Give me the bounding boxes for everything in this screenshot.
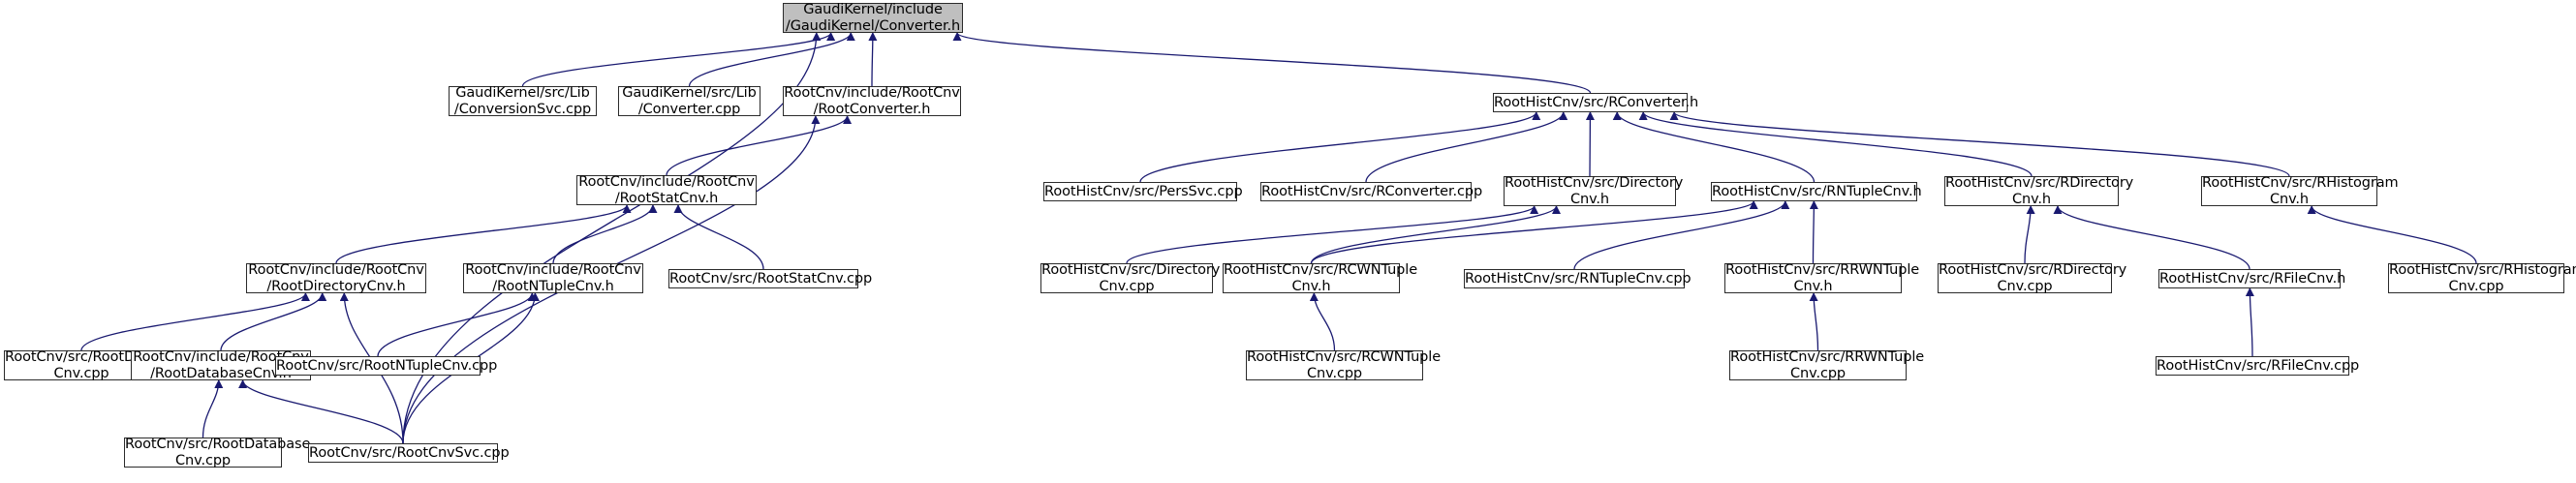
graph-node-label: RootHistCnv/src/RConverter.cpp <box>1261 183 1483 199</box>
graph-node-directorycnv_cpp[interactable]: RootHistCnv/src/Directory Cnv.cpp <box>1040 261 1221 294</box>
graph-node-rrwntuplecnv_h[interactable]: RootHistCnv/src/RRWNTuple Cnv.h <box>1724 261 1920 294</box>
graph-node-label: RootHistCnv/src/Directory Cnv.cpp <box>1041 261 1221 294</box>
graph-edge-rootntuplecnv_cpp-to-rootntuplecnv_h <box>377 292 537 357</box>
graph-node-rootconverter_h[interactable]: RootCnv/include/RootCnv /RootConverter.h <box>783 84 961 117</box>
graph-node-rootcnvsvc_cpp[interactable]: RootCnv/src/RootCnvSvc.cpp <box>308 443 510 463</box>
graph-edge-rootconverter_h-to-converter_h <box>868 32 878 87</box>
graph-node-label: RootHistCnv/src/RFileCnv.cpp <box>2157 357 2360 374</box>
graph-node-converter_h[interactable]: GaudiKernel/include /GaudiKernel/Convert… <box>783 1 963 34</box>
graph-node-label: RootHistCnv/src/RHistogram Cnv.cpp <box>2389 261 2576 294</box>
graph-node-perssvc_cpp[interactable]: RootHistCnv/src/PersSvc.cpp <box>1043 182 1243 201</box>
graph-node-label: RootCnv/src/RootCnvSvc.cpp <box>309 444 510 461</box>
graph-node-label: RootCnv/include/RootCnv /RootNTupleCnv.h <box>465 261 641 294</box>
graph-edge-rconverter_h-to-converter_h <box>952 32 1592 94</box>
graph-node-rootstatcnv_cpp[interactable]: RootCnv/src/RootStatCnv.cpp <box>668 269 873 288</box>
graph-node-rootdirectorycnv_h[interactable]: RootCnv/include/RootCnv /RootDirectoryCn… <box>246 261 426 294</box>
graph-node-label: RootCnv/src/RootDatabase Cnv.cpp <box>125 436 311 468</box>
graph-node-rcwntuplecnv_cpp[interactable]: RootHistCnv/src/RCWNTuple Cnv.cpp <box>1246 348 1442 381</box>
graph-edge-rhistogramcnv_cpp-to-rhistogramcnv_h <box>2307 205 2477 264</box>
graph-edge-rntuplecnv_cpp-to-rntuplecnv_h <box>1573 200 1790 270</box>
graph-node-label: GaudiKernel/include /GaudiKernel/Convert… <box>785 1 961 34</box>
graph-node-label: RootHistCnv/src/RConverter.h <box>1494 94 1699 110</box>
graph-edge-converter_cpp-to-converter_h <box>688 32 855 87</box>
graph-edge-rfilecnv_cpp-to-rfilecnv_h <box>2245 287 2254 357</box>
graph-node-rhistogramcnv_cpp[interactable]: RootHistCnv/src/RHistogram Cnv.cpp <box>2388 261 2576 294</box>
graph-edge-rootdirectorycnv_h-to-rootstatcnv_h <box>335 204 632 264</box>
graph-edge-directorycnv_cpp-to-directorycnv_h <box>1126 205 1538 264</box>
graph-node-rconverter_cpp[interactable]: RootHistCnv/src/RConverter.cpp <box>1260 182 1483 201</box>
graph-edge-rootstatcnv_h-to-rootconverter_h <box>666 115 852 176</box>
graph-node-rootntuplecnv_h[interactable]: RootCnv/include/RootCnv /RootNTupleCnv.h <box>463 261 643 294</box>
graph-node-rhistogramcnv_h[interactable]: RootHistCnv/src/RHistogram Cnv.h <box>2201 174 2399 207</box>
graph-edge-rcwntuplecnv_h-to-directorycnv_h <box>1310 205 1561 264</box>
graph-node-label: RootCnv/include/RootCnv /RootDirectoryCn… <box>248 261 424 294</box>
graph-edge-rrwntuplecnv_cpp-to-rrwntuplecnv_h <box>1809 292 1819 351</box>
graph-node-rdirectorycnv_h[interactable]: RootHistCnv/src/RDirectory Cnv.h <box>1944 174 2134 207</box>
graph-node-conversionsvc_cpp[interactable]: GaudiKernel/src/Lib /ConversionSvc.cpp <box>449 84 597 117</box>
graph-node-label: GaudiKernel/src/Lib /ConversionSvc.cpp <box>453 84 592 117</box>
graph-edge-rootntuplecnv_h-to-rootstatcnv_h <box>552 204 658 264</box>
graph-node-label: RootHistCnv/src/RHistogram Cnv.h <box>2202 174 2399 207</box>
graph-node-rconverter_h[interactable]: RootHistCnv/src/RConverter.h <box>1493 93 1699 112</box>
graph-node-label: RootHistCnv/src/PersSvc.cpp <box>1044 183 1243 199</box>
graph-edge-rdirectorycnv_h-to-rconverter_h <box>1638 111 2033 177</box>
graph-node-rdirectorycnv_cpp[interactable]: RootHistCnv/src/RDirectory Cnv.cpp <box>1938 261 2127 294</box>
graph-edge-rootdatabasecnv_cpp-to-rootdatabasecnv_h <box>202 379 224 438</box>
graph-node-directorycnv_h[interactable]: RootHistCnv/src/Directory Cnv.h <box>1504 174 1684 207</box>
graph-edge-rootdatabasecnv_h-to-rootdirectorycnv_h <box>220 292 327 351</box>
graph-node-label: RootCnv/src/RootNTupleCnv.cpp <box>276 357 498 374</box>
graph-node-label: RootHistCnv/src/RNTupleCnv.cpp <box>1465 270 1691 287</box>
graph-edge-rcwntuplecnv_h-to-rntuplecnv_h <box>1310 200 1758 264</box>
graph-node-label: RootCnv/include/RootCnv /RootStatCnv.h <box>578 173 755 206</box>
graph-node-label: GaudiKernel/src/Lib /Converter.cpp <box>622 84 757 117</box>
graph-node-label: RootCnv/include/RootCnv /RootConverter.h <box>784 84 960 117</box>
graph-edge-rootdirectorycnv_cpp-to-rootdirectorycnv_h <box>80 292 310 351</box>
graph-edge-rconverter_cpp-to-rconverter_h <box>1365 111 1568 183</box>
graph-node-rootntuplecnv_cpp[interactable]: RootCnv/src/RootNTupleCnv.cpp <box>275 356 498 376</box>
graph-edge-rrwntuplecnv_h-to-rntuplecnv_h <box>1809 200 1818 264</box>
graph-edge-rfilecnv_h-to-rdirectorycnv_h <box>2053 205 2250 270</box>
graph-node-rfilecnv_h[interactable]: RootHistCnv/src/RFileCnv.h <box>2158 269 2346 288</box>
graph-node-rfilecnv_cpp[interactable]: RootHistCnv/src/RFileCnv.cpp <box>2156 356 2360 376</box>
graph-node-label: RootHistCnv/src/RDirectory Cnv.cpp <box>1939 261 2127 294</box>
graph-node-label: RootHistCnv/src/RDirectory Cnv.h <box>1945 174 2134 207</box>
graph-node-rntuplecnv_h[interactable]: RootHistCnv/src/RNTupleCnv.h <box>1711 182 1922 201</box>
graph-node-label: RootHistCnv/src/RNTupleCnv.h <box>1712 183 1922 199</box>
graph-edge-rcwntuplecnv_cpp-to-rcwntuplecnv_h <box>1309 292 1336 351</box>
graph-edge-rhistogramcnv_h-to-rconverter_h <box>1669 111 2290 177</box>
graph-node-label: RootHistCnv/src/RRWNTuple Cnv.h <box>1725 261 1920 294</box>
graph-node-label: RootHistCnv/src/RFileCnv.h <box>2159 270 2346 287</box>
graph-node-label: RootHistCnv/src/RCWNTuple Cnv.cpp <box>1247 348 1442 381</box>
graph-node-label: RootHistCnv/src/Directory Cnv.h <box>1505 174 1684 207</box>
graph-node-label: RootHistCnv/src/RCWNTuple Cnv.h <box>1224 261 1418 294</box>
graph-node-label: RootCnv/src/RootStatCnv.cpp <box>669 270 873 287</box>
graph-node-label: RootCnv/include/RootCnv /RootDatabaseCnv… <box>133 348 309 381</box>
graph-node-rrwntuplecnv_cpp[interactable]: RootHistCnv/src/RRWNTuple Cnv.cpp <box>1729 348 1925 381</box>
graph-edge-conversionsvc_cpp-to-converter_h <box>521 32 835 87</box>
graph-edge-rntuplecnv_h-to-rconverter_h <box>1612 111 1816 183</box>
graph-node-label: RootHistCnv/src/RRWNTuple Cnv.cpp <box>1730 348 1925 381</box>
graph-node-converter_cpp[interactable]: GaudiKernel/src/Lib /Converter.cpp <box>618 84 760 117</box>
graph-edge-perssvc_cpp-to-rconverter_h <box>1139 111 1541 183</box>
graph-node-rntuplecnv_cpp[interactable]: RootHistCnv/src/RNTupleCnv.cpp <box>1464 269 1691 288</box>
graph-edge-rootstatcnv_cpp-to-rootstatcnv_h <box>673 204 764 270</box>
graph-edge-rootcnvsvc_cpp-to-rootdatabasecnv_h <box>238 379 404 444</box>
graph-node-rootdatabasecnv_cpp[interactable]: RootCnv/src/RootDatabase Cnv.cpp <box>124 436 311 468</box>
graph-node-rcwntuplecnv_h[interactable]: RootHistCnv/src/RCWNTuple Cnv.h <box>1223 261 1418 294</box>
graph-edge-rdirectorycnv_cpp-to-rdirectorycnv_h <box>2024 205 2035 264</box>
graph-node-rootstatcnv_h[interactable]: RootCnv/include/RootCnv /RootStatCnv.h <box>576 173 757 206</box>
